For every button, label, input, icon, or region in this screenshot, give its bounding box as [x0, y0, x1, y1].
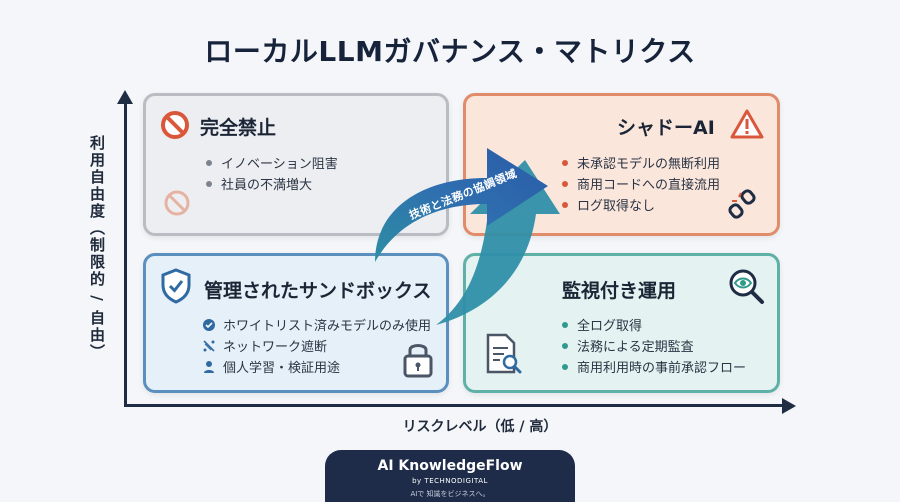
no-entry-icon — [161, 111, 189, 139]
footer-by: by TECHNODIGITAL — [412, 477, 488, 485]
network-off-icon — [203, 339, 215, 352]
y-axis-arrowhead — [117, 90, 133, 104]
quadrant-shadow-list: 未承認モデルの無断利用 商用コードへの直接流用 ログ取得なし — [562, 152, 720, 215]
shield-check-icon — [161, 268, 191, 304]
quadrant-prohibit-title: 完全禁止 — [200, 117, 277, 139]
x-axis-label: リスクレベル（低 / 高） — [402, 419, 558, 435]
list-item: 社員の不満増大 — [206, 173, 338, 194]
footer-brand: AI KnowledgeFlow by TECHNODIGITAL AIで 知識… — [325, 450, 575, 502]
quadrant-monitor-title: 監視付き運用 — [562, 280, 677, 302]
list-item: 商用コードへの直接流用 — [562, 173, 720, 194]
y-axis-line — [124, 100, 127, 406]
padlock-icon — [403, 344, 433, 378]
x-axis-line — [124, 404, 784, 407]
list-item: 全ログ取得 — [562, 314, 746, 335]
quadrant-shadow-ai: シャドーAI 未承認モデルの無断利用 商用コードへの直接流用 ログ取得なし — [463, 93, 780, 236]
quadrant-monitor: 監視付き運用 全ログ取得 法務による定期監査 商用利用時の事前承認フロー — [463, 253, 780, 393]
list-item: イノベーション阻害 — [206, 152, 338, 173]
broken-chain-icon — [728, 189, 756, 219]
list-item: 未承認モデルの無断利用 — [562, 152, 720, 173]
page-title: ローカルLLMガバナンス・マトリクス — [204, 35, 696, 68]
quadrant-sandbox-list: ホワイトリスト済みモデルのみ使用 ネットワーク遮断 個人学習・検証用途 — [202, 314, 431, 377]
no-entry-faded-icon — [164, 190, 190, 216]
x-axis-arrowhead — [782, 398, 796, 414]
y-axis-label: 利用自由度（制限的 / 自由） — [88, 135, 106, 361]
quadrant-shadow-title: シャドーAI — [617, 117, 715, 139]
quadrant-prohibit-list: イノベーション阻害 社員の不満増大 — [206, 152, 338, 194]
footer-brand-name: AI KnowledgeFlow — [377, 458, 523, 474]
person-icon — [204, 360, 214, 373]
list-item: 個人学習・検証用途 — [202, 356, 431, 377]
list-item: 法務による定期監査 — [562, 335, 746, 356]
quadrant-monitor-list: 全ログ取得 法務による定期監査 商用利用時の事前承認フロー — [562, 314, 746, 377]
list-item: ログ取得なし — [562, 194, 720, 215]
magnifier-eye-icon — [729, 269, 764, 304]
list-item: ネットワーク遮断 — [202, 335, 431, 356]
quadrant-sandbox-title: 管理されたサンドボックス — [204, 280, 432, 302]
check-circle-icon — [203, 318, 215, 331]
quadrant-sandbox: 管理されたサンドボックス ホワイトリスト済みモデルのみ使用 ネットワーク遮断 個… — [143, 253, 449, 393]
footer-tagline: AIで 知識をビジネスへ。 — [410, 490, 490, 498]
document-search-icon — [486, 333, 522, 374]
warning-icon — [730, 109, 764, 139]
list-item: ホワイトリスト済みモデルのみ使用 — [202, 314, 431, 335]
list-item: 商用利用時の事前承認フロー — [562, 356, 746, 377]
